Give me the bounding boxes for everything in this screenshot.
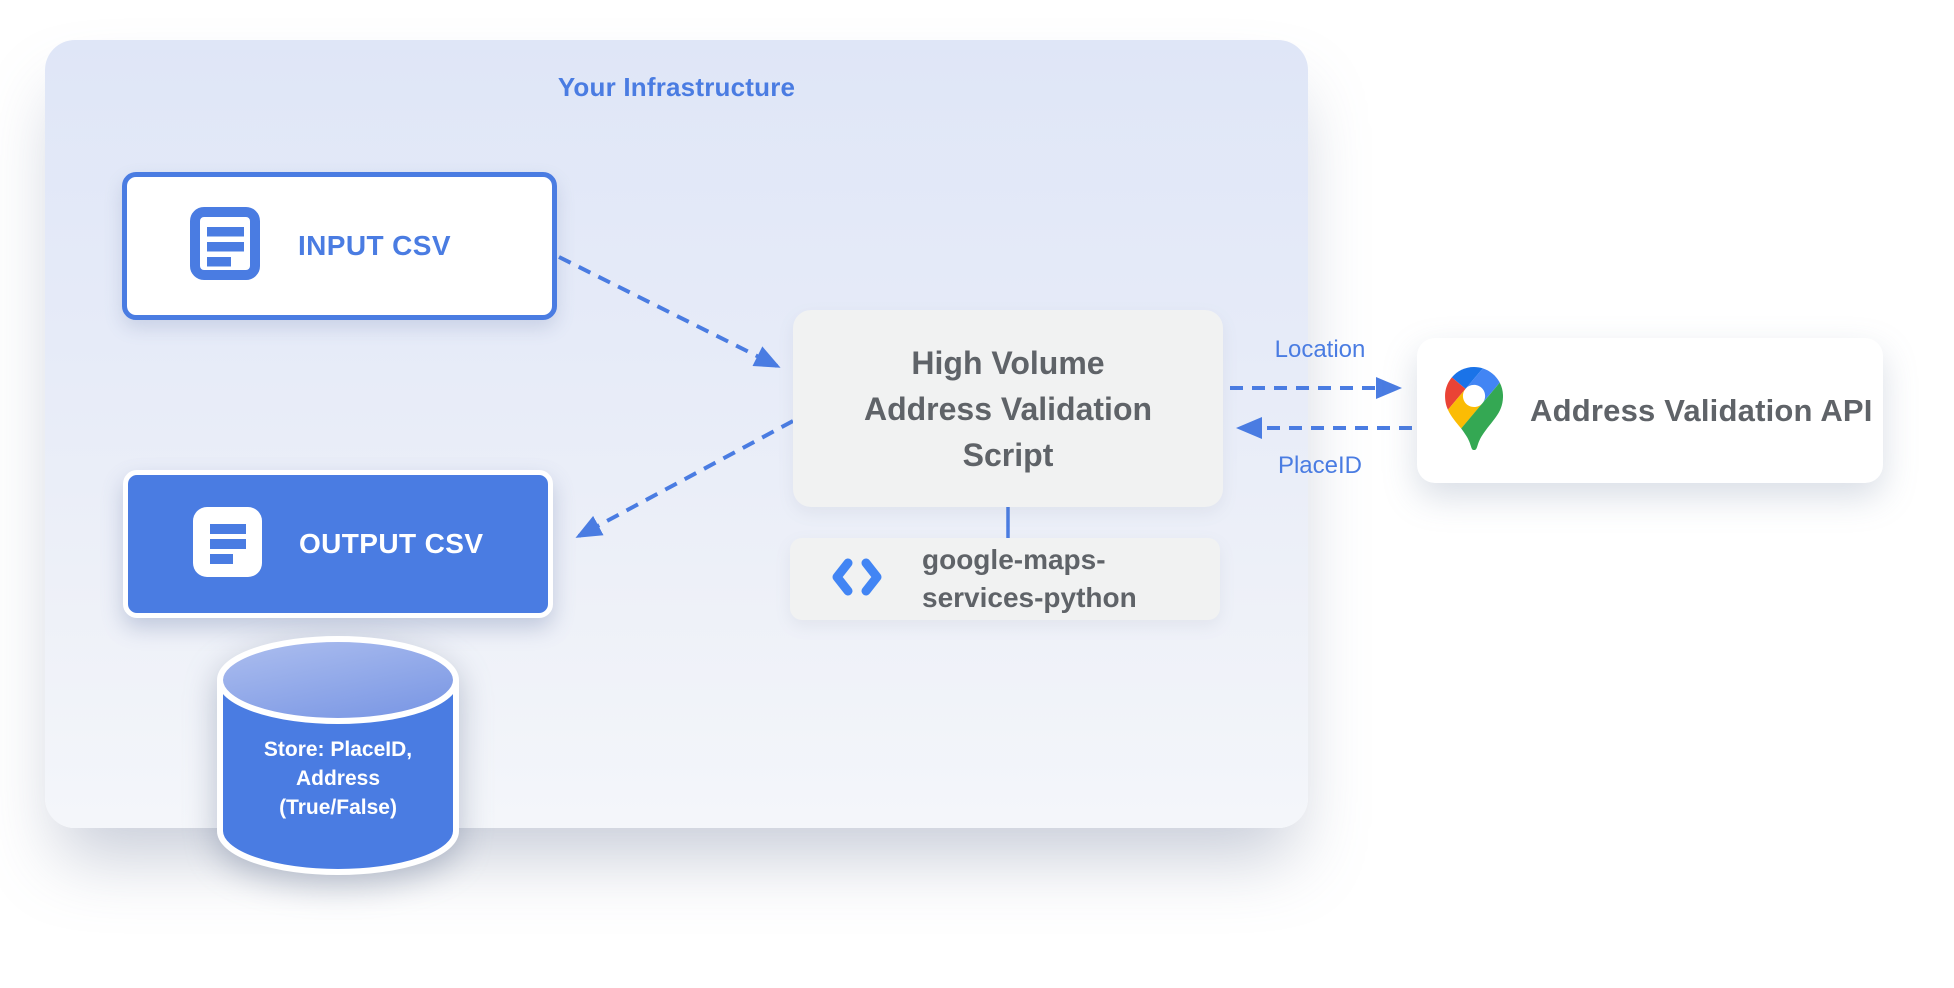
document-icon [190,207,260,285]
script-label-line: Script [962,436,1054,473]
script-label-line: High Volume [911,344,1105,381]
library-label: google-maps- services-python [922,544,1137,613]
datastore-cylinder: Store: PlaceID, Address (True/False) [215,635,461,877]
script-label-line: Address Validation [863,390,1153,427]
location-edge-label: Location [1274,336,1366,363]
google-maps-pin-icon [1445,366,1504,455]
output-csv-label: OUTPUT CSV [299,528,484,559]
datastore-label: Store: PlaceID, Address (True/False) [263,738,413,819]
code-icon [832,558,882,601]
address-validation-api-node: Address Validation API [1417,338,1883,483]
input-csv-label: INPUT CSV [298,230,451,261]
library-node: google-maps- services-python [790,538,1220,620]
output-csv-node: OUTPUT CSV [123,470,553,618]
document-icon [192,506,263,583]
input-csv-node: INPUT CSV [122,172,557,320]
address-validation-api-label: Address Validation API [1530,392,1873,428]
cylinder-shape [217,636,459,875]
script-node: High Volume Address Validation Script [793,310,1223,507]
infrastructure-title: Your Infrastructure [557,72,796,102]
placeid-edge-label: PlaceID [1277,452,1363,479]
